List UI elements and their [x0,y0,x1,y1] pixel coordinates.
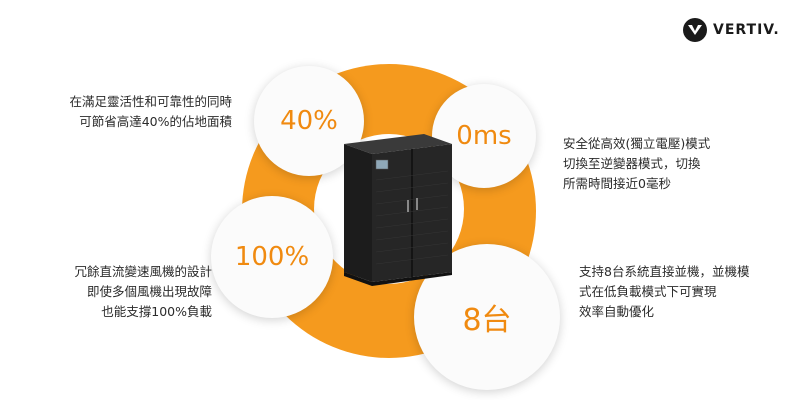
feature-line: 安全從高效(獨立電壓)模式 [563,136,711,151]
ups-cabinet-image [344,134,452,286]
vertiv-chevron-icon [683,18,707,42]
feature-line: 切換至逆變器模式，切換 [563,156,701,171]
feature-line: 可節省高達40%的佔地面積 [79,114,232,129]
feature-line: 式在低負載模式下可實現 [579,284,717,299]
stat-value: 8台 [462,303,512,338]
feature-transfer-text: 安全從高效(獨立電壓)模式 切換至逆變器模式，切換 所需時間接近0毫秒 [563,134,710,194]
stat-value: 100% [234,242,310,272]
feature-footprint-text: 在滿足靈活性和可靠性的同時 可節省高達40%的佔地面積 [69,92,232,132]
feature-line: 也能支撐100%負載 [101,304,212,319]
feature-line: 效率自動優化 [579,304,655,319]
feature-line: 即使多個風機出現故障 [86,284,212,299]
brand-name: VERTIV. [713,22,780,38]
feature-line: 冗餘直流變速風機的設計 [74,264,212,279]
stat-value: 40% [280,106,338,136]
feature-line: 在滿足靈活性和可靠性的同時 [69,94,232,109]
feature-parallel-text: 支持8台系統直接並機，並機模 式在低負載模式下可實現 效率自動優化 [579,262,749,322]
feature-fan-text: 冗餘直流變速風機的設計 即使多個風機出現故障 也能支撐100%負載 [74,262,212,322]
stat-bubble-load: 100% [211,196,333,318]
brand-logo: VERTIV. [683,17,783,43]
feature-line: 所需時間接近0毫秒 [563,176,671,191]
feature-line: 支持8台系統直接並機，並機模 [579,264,750,279]
stat-value: 0ms [456,121,512,151]
